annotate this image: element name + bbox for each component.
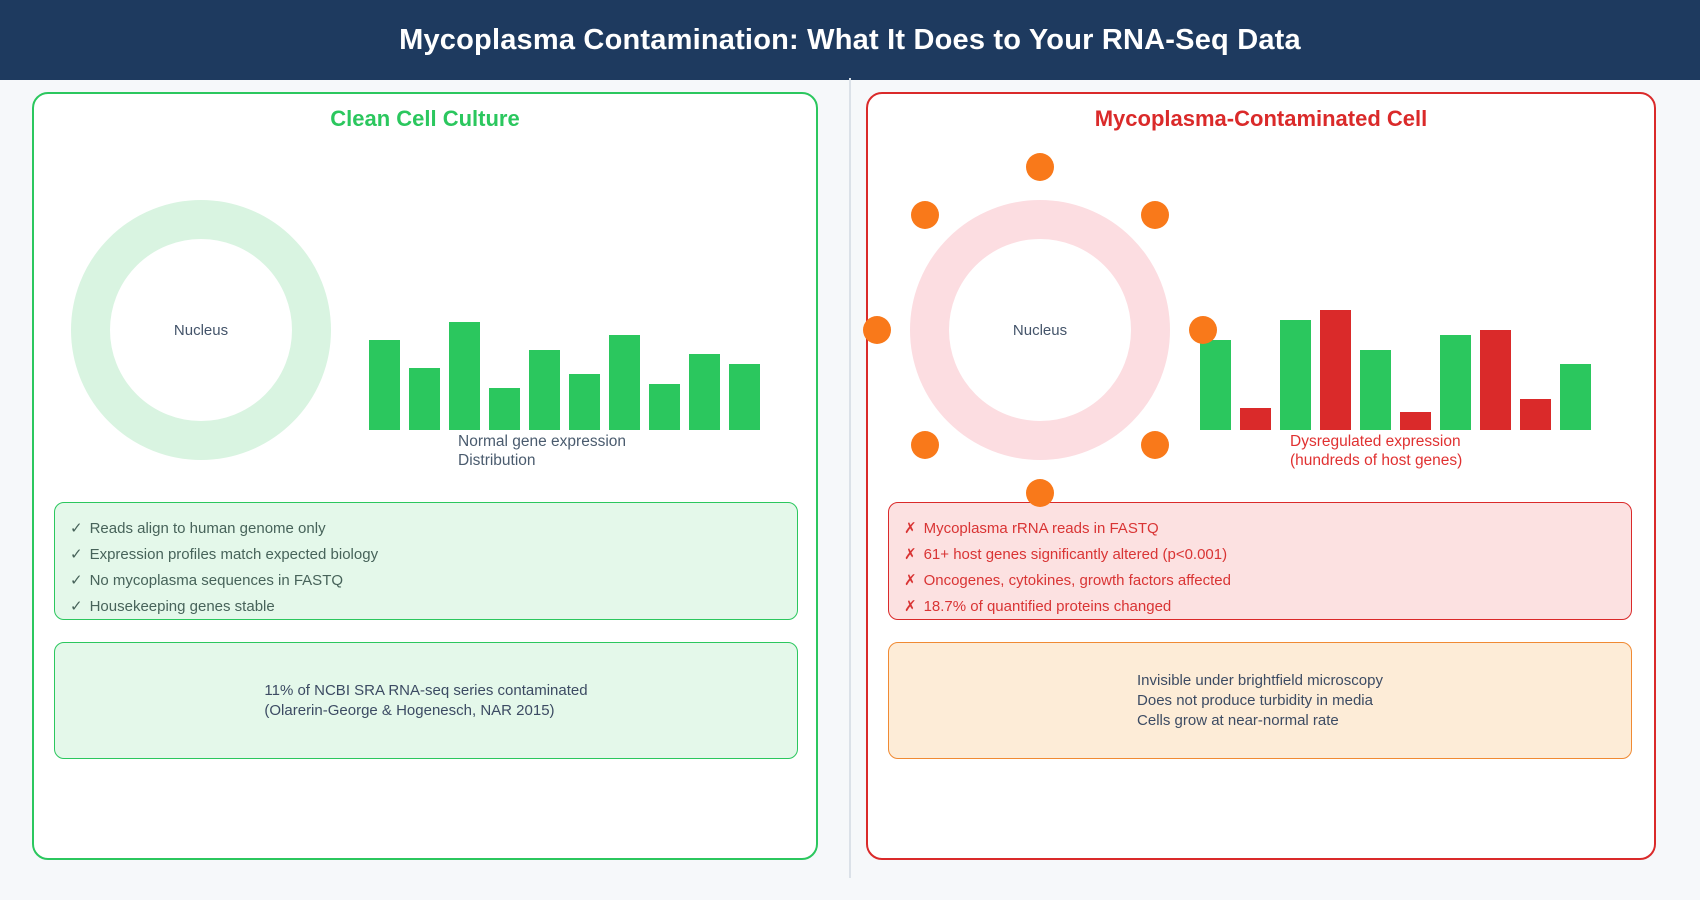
clean-cell-nucleus: Nucleus [71, 200, 331, 460]
clean-expression-chart [369, 300, 760, 430]
contamination-stat-box: 11% of NCBI SRA RNA-seq series contamina… [54, 642, 798, 759]
mycoplasma-dot [863, 316, 891, 344]
contamination-problem-box: ✗ Mycoplasma rRNA reads in FASTQ ✗ 61+ hos… [888, 502, 1632, 620]
check-icon: ✓ [70, 598, 83, 615]
cross-icon: ✗ [904, 520, 917, 537]
expression-bar [1200, 340, 1231, 430]
dysregulated-chart-caption: Dysregulated expression (hundreds of hos… [1290, 432, 1462, 470]
stat-line: (Olarerin-George & Hogenesch, NAR 2015) [264, 701, 555, 719]
expression-bar [1480, 330, 1511, 430]
expression-bar [529, 350, 560, 430]
expression-bar [609, 335, 640, 430]
checklist-item: ✓ Expression profiles match expected biol… [70, 542, 797, 568]
checklist-item: ✓ No mycoplasma sequences in FASTQ [70, 568, 797, 594]
note-line: Invisible under brightfield microscopy [1137, 671, 1383, 689]
expression-bar [1400, 412, 1431, 430]
expression-bar [729, 364, 760, 430]
clean-checklist-box: ✓ Reads align to human genome only ✓ Expre… [54, 502, 798, 620]
problem-item-label: Oncogenes, cytokines, growth factors aff… [923, 572, 1231, 589]
mycoplasma-dot [1026, 479, 1054, 507]
expression-bar [1520, 399, 1551, 430]
expression-bar [689, 354, 720, 430]
panel-divider [849, 78, 851, 878]
checklist-item: ✓ Housekeeping genes stable [70, 594, 797, 620]
clean-panel-title: Clean Cell Culture [330, 106, 520, 131]
expression-bar [369, 340, 400, 430]
cross-icon: ✗ [904, 572, 917, 589]
mycoplasma-dot [1141, 201, 1169, 229]
problem-item: ✗ Oncogenes, cytokines, growth factors af… [904, 568, 1631, 594]
checklist-item-label: Expression profiles match expected biolo… [89, 546, 379, 563]
checklist-item-label: Housekeeping genes stable [89, 598, 275, 615]
mycoplasma-dot [1026, 153, 1054, 181]
problem-item: ✗ 61+ host genes significantly altered (p… [904, 542, 1631, 568]
checklist-item-label: Reads align to human genome only [89, 520, 326, 537]
expression-bar [1440, 335, 1471, 430]
header: Mycoplasma Contamination: What It Does t… [0, 0, 1700, 80]
cross-icon: ✗ [904, 598, 917, 615]
nucleus-label: Nucleus [1012, 321, 1068, 339]
problem-item: ✗ 18.7% of quantified proteins changed [904, 594, 1631, 620]
dysregulated-expression-chart [1200, 300, 1591, 430]
caption-line: Normal gene expression [458, 433, 627, 450]
expression-bar [489, 388, 520, 430]
clean-cell-panel: Clean Cell Culture Nucleus Normal gene e… [32, 92, 818, 860]
expression-bar [1280, 320, 1311, 430]
problem-item-label: 61+ host genes significantly altered (p<… [923, 546, 1228, 563]
problem-item-label: Mycoplasma rRNA reads in FASTQ [923, 520, 1159, 537]
stat-line: 11% of NCBI SRA RNA-seq series contamina… [264, 681, 588, 699]
stat-text: 11% of NCBI SRA RNA-seq series contamina… [264, 681, 587, 721]
contaminated-cell-nucleus: Nucleus [910, 200, 1170, 460]
caption-line: Distribution [458, 452, 536, 469]
check-icon: ✓ [70, 546, 83, 563]
stealth-note-box: Invisible under brightfield microscopy D… [888, 642, 1632, 759]
expression-bar [1360, 350, 1391, 430]
expression-bar [409, 368, 440, 430]
check-icon: ✓ [70, 572, 83, 589]
clean-chart-caption: Normal gene expression Distribution [458, 432, 626, 470]
page-title: Mycoplasma Contamination: What It Does t… [399, 23, 1301, 56]
caption-line: (hundreds of host genes) [1290, 452, 1463, 469]
contaminated-panel-title: Mycoplasma-Contaminated Cell [1094, 106, 1428, 131]
expression-bar [1560, 364, 1591, 430]
note-line: Cells grow at near-normal rate [1137, 711, 1339, 729]
contaminated-cell-panel: Mycoplasma-Contaminated Cell Nucleus Dys… [863, 92, 1656, 860]
cross-icon: ✗ [904, 546, 917, 563]
note-line: Does not produce turbidity in media [1137, 691, 1373, 709]
nucleus-label: Nucleus [173, 321, 229, 339]
problem-item-label: 18.7% of quantified proteins changed [923, 598, 1172, 615]
mycoplasma-dot [1141, 431, 1169, 459]
expression-bar [1240, 408, 1271, 430]
check-icon: ✓ [70, 520, 83, 537]
expression-bar [649, 384, 680, 430]
checklist-item-label: No mycoplasma sequences in FASTQ [89, 572, 344, 589]
mycoplasma-dot [911, 201, 939, 229]
expression-bar [569, 374, 600, 430]
caption-line: Dysregulated expression [1290, 433, 1461, 450]
mycoplasma-dot [1189, 316, 1217, 344]
problem-item: ✗ Mycoplasma rRNA reads in FASTQ [904, 516, 1631, 542]
note-text: Invisible under brightfield microscopy D… [1137, 671, 1383, 731]
mycoplasma-dot [911, 431, 939, 459]
checklist-item: ✓ Reads align to human genome only [70, 516, 797, 542]
expression-bar [449, 322, 480, 430]
expression-bar [1320, 310, 1351, 430]
